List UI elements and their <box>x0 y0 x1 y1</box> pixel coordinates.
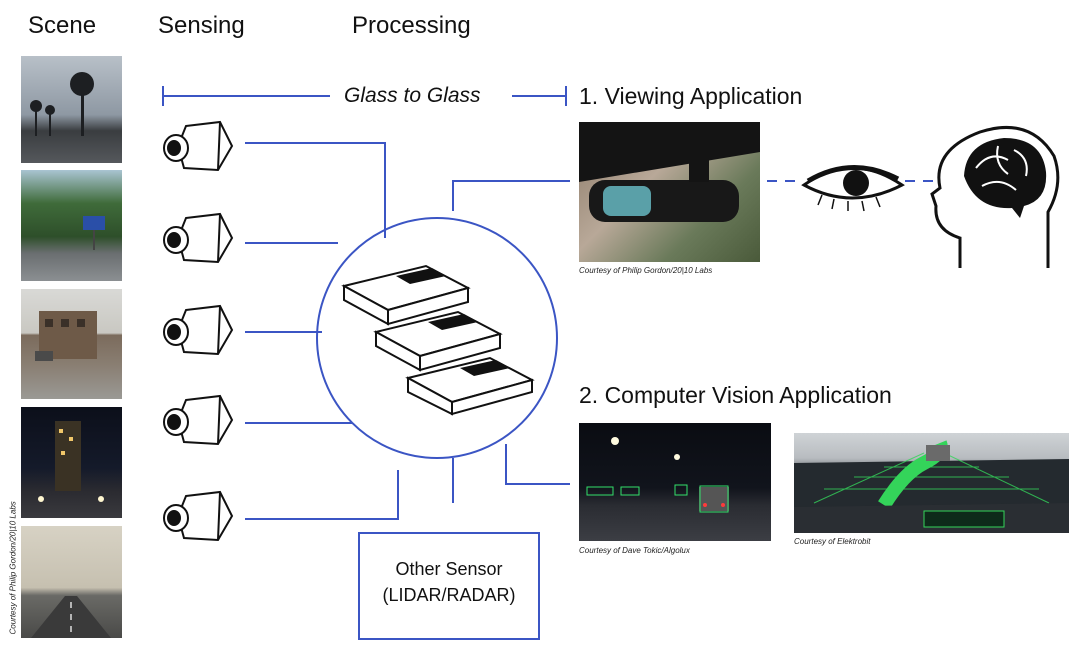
viewing-application-title: 1. Viewing Application <box>579 83 803 109</box>
scene-photo-palm-trees <box>21 56 122 163</box>
other-sensor-label: Other Sensor <box>395 559 503 579</box>
viewing-app-photo-mirror <box>579 122 760 262</box>
cv-app-credit-left: Courtesy of Dave Tokic/Algolux <box>579 546 690 555</box>
scene-photo-night-city <box>21 407 122 518</box>
other-sensor-type: (LIDAR/RADAR) <box>382 585 516 605</box>
camera-icon <box>163 304 234 356</box>
header-processing: Processing <box>352 12 471 39</box>
camera-icon <box>163 120 234 172</box>
other-sensor-box: Other Sensor (LIDAR/RADAR) <box>358 532 540 640</box>
glass-to-glass-label: Glass to Glass <box>344 84 481 107</box>
scene-photo-forest-road <box>21 170 122 281</box>
camera-icon <box>163 490 234 542</box>
header-scene: Scene <box>28 12 97 39</box>
camera-icon <box>163 394 234 446</box>
scene-photo-building-rain <box>21 289 122 399</box>
camera-icon <box>163 212 234 264</box>
scene-photo-fog-road <box>21 526 122 638</box>
cv-app-credit-right: Courtesy of Elektrobit <box>794 537 871 546</box>
cv-app-photo-night-road <box>579 423 771 541</box>
ecu-stack-icon <box>341 264 535 416</box>
cv-app-photo-dashboard <box>794 433 1069 533</box>
viewing-app-credit: Courtesy of Philip Gordon/20|10 Labs <box>579 266 713 275</box>
header-sensing: Sensing <box>158 12 245 39</box>
eye-icon <box>801 165 905 212</box>
cv-application-title: 2. Computer Vision Application <box>579 382 892 408</box>
brain-head-icon <box>930 125 1060 268</box>
